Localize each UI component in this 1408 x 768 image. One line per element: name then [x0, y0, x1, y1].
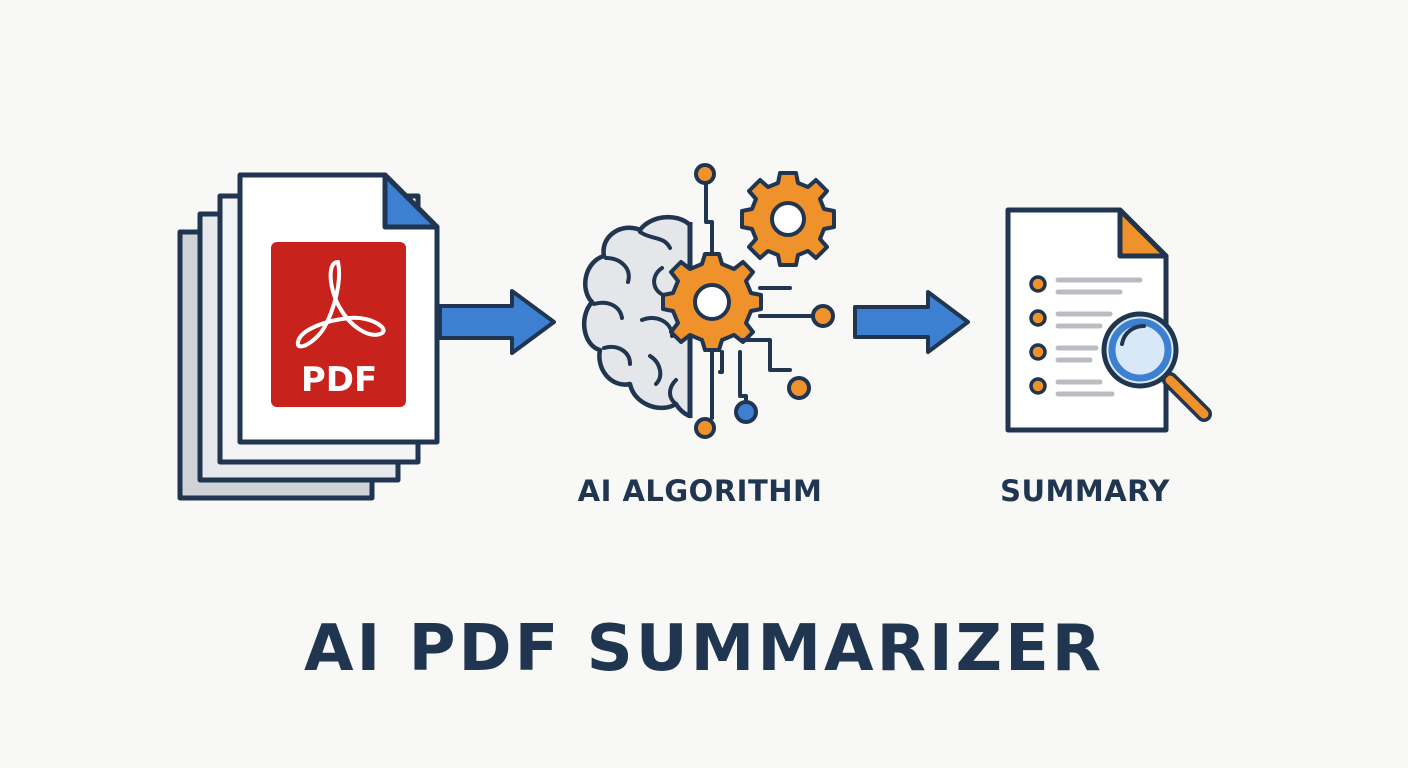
bullet-point [1029, 377, 1047, 395]
gear-icon-medium [661, 252, 763, 352]
circuit-node [787, 376, 811, 400]
circuit-node [694, 163, 716, 185]
acrobat-logo-icon [295, 260, 386, 349]
bullet-point [1029, 275, 1047, 293]
pdf-page-fold [382, 172, 440, 230]
page-title: AI PDF SUMMARIZER [303, 612, 1105, 686]
summary-bullets [1029, 275, 1047, 395]
circuit-node [811, 304, 835, 328]
flow-arrow-2 [853, 290, 970, 354]
circuit-traces [704, 180, 814, 420]
gear-icon-large [740, 171, 836, 267]
magnifier-icon [1101, 311, 1212, 422]
circuit-node [694, 417, 716, 439]
brain-gears-icon [582, 163, 836, 439]
circuit-nodes [694, 163, 835, 439]
summary-text-lines [1055, 277, 1143, 397]
bullet-point [1029, 309, 1047, 327]
circuit-node [734, 400, 758, 424]
pdf-badge [271, 242, 406, 407]
summary-page-fold [1117, 207, 1169, 259]
pdf-stack-icon: PDF [177, 172, 440, 501]
pdf-badge-label: PDF [301, 360, 377, 400]
ai-algorithm-label: AI ALGORITHM [577, 474, 823, 508]
summary-document-icon [1005, 207, 1212, 433]
bullet-point [1029, 343, 1047, 361]
flow-arrow-1 [438, 289, 556, 355]
summary-label: SUMMARY [1000, 474, 1170, 508]
